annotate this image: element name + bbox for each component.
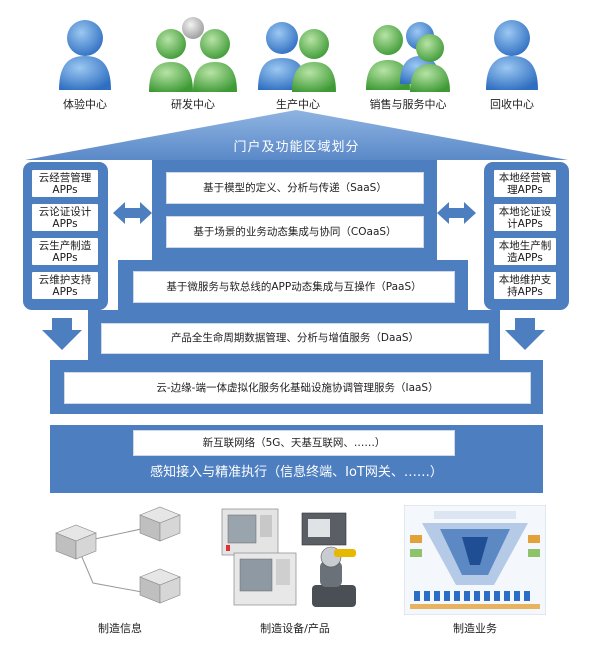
- down-arrow-icon: [505, 318, 545, 350]
- saas-layer: 基于模型的定义、分析与传递（SaaS）: [166, 172, 424, 204]
- bottom-label-info: 制造信息: [98, 622, 142, 635]
- down-arrow-icon: [42, 318, 82, 350]
- left-app-item: 云生产制造APPs: [32, 238, 98, 265]
- user-label: 体验中心: [63, 98, 107, 111]
- sensing-layer: 感知接入与精准执行（信息终端、IoT网关、……）: [150, 465, 443, 480]
- left-app-item: 云经营管理APPs: [32, 170, 98, 197]
- users-icon: [149, 17, 237, 92]
- user-icon: [59, 20, 111, 90]
- server-icon: [139, 568, 181, 604]
- left-app-item: 云维护支持APPs: [32, 272, 98, 299]
- business-process-diagram: [404, 505, 546, 615]
- user-label: 销售与服务中心: [369, 98, 447, 111]
- cnc-machine-icon: [221, 508, 279, 556]
- user-label: 回收中心: [490, 98, 534, 111]
- user-label: 生产中心: [276, 98, 320, 111]
- server-network-icon: [55, 506, 181, 604]
- portal-roof: [25, 110, 568, 160]
- network-layer: 新互联网络（5G、天基互联网、……）: [133, 430, 455, 456]
- user-group-production: 生产中心: [243, 6, 353, 114]
- left-app-item: 云论证设计APPs: [32, 204, 98, 231]
- user-group-experience: 体验中心: [30, 6, 140, 114]
- bottom-label-business: 制造业务: [453, 622, 497, 635]
- user-group-recycle: 回收中心: [457, 6, 567, 114]
- double-arrow-icon: [437, 202, 476, 224]
- double-arrow-icon: [113, 202, 152, 224]
- right-app-item: 本地论证设计APPs: [494, 204, 556, 231]
- user-label: 研发中心: [171, 98, 215, 111]
- right-app-item: 本地生产制造APPs: [494, 238, 556, 265]
- bottom-label-equipment: 制造设备/产品: [260, 622, 330, 635]
- daas-layer: 产品全生命周期数据管理、分析与增值服务（DaaS）: [101, 323, 489, 354]
- iaas-layer: 云-边缘-端一体虚拟化服务化基础设施协调管理服务（IaaS）: [64, 372, 531, 404]
- server-icon: [139, 506, 181, 542]
- robot-arm-icon: [312, 546, 356, 607]
- user-icon: [486, 20, 538, 90]
- portal-title: 门户及功能区域划分: [233, 140, 360, 155]
- coaas-layer: 基于场景的业务动态集成与协同（COaaS）: [166, 216, 424, 248]
- paas-layer: 基于微服务与软总线的APP动态集成与互操作（PaaS）: [133, 271, 455, 303]
- machine-equipment-icon: [221, 508, 356, 607]
- user-group-rd: 研发中心: [138, 6, 248, 114]
- machine-unit-icon: [301, 512, 347, 546]
- users-icon: [258, 22, 336, 92]
- server-icon: [55, 524, 97, 560]
- right-app-item: 本地经营管理APPs: [494, 170, 556, 197]
- user-group-sales: 销售与服务中心: [353, 6, 463, 114]
- users-icon: [366, 22, 450, 92]
- cnc-machine-icon: [233, 552, 297, 606]
- right-app-item: 本地维护支持APPs: [494, 272, 556, 299]
